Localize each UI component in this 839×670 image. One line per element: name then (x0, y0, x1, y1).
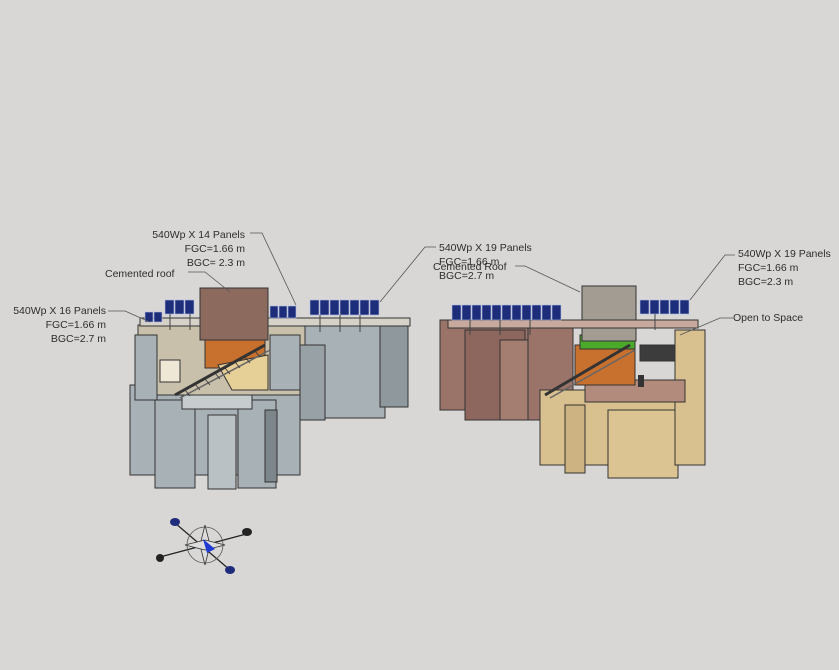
panel-bgc-b-label: BGC=2.7 m (439, 270, 495, 282)
panel-fgc-c-label: FGC=1.66 m (45, 319, 106, 331)
panel-bgc-c-label: BGC=2.7 m (50, 333, 106, 345)
panel-spec-b-label: 540Wp X 19 Panels (439, 242, 532, 254)
panel-spec-a-label: 540Wp X 14 Panels (152, 229, 245, 241)
panel-spec-c-label: 540Wp X 16 Panels (13, 305, 106, 317)
panel-fgc-a-label: FGC=1.66 m (184, 243, 245, 255)
right-panel-spec-label: 540Wp X 19 Panels (738, 248, 831, 260)
open-to-space-label: Open to Space (733, 312, 804, 324)
panel-fgc-b-label: FGC=1.66 m (439, 256, 500, 268)
right-panel-fgc-label: FGC=1.66 m (738, 262, 799, 274)
compass-rose-icon (156, 518, 252, 574)
panel-bgc-a-label: BGC= 2.3 m (186, 257, 245, 269)
leader-lines (108, 232, 735, 336)
left-building (129, 287, 411, 490)
right-panel-bgc-label: BGC=2.3 m (738, 276, 794, 288)
right-roof-label: Cemented Roof (433, 261, 507, 273)
left-roof-label: Cemented roof (105, 268, 175, 280)
right-building (439, 285, 706, 479)
